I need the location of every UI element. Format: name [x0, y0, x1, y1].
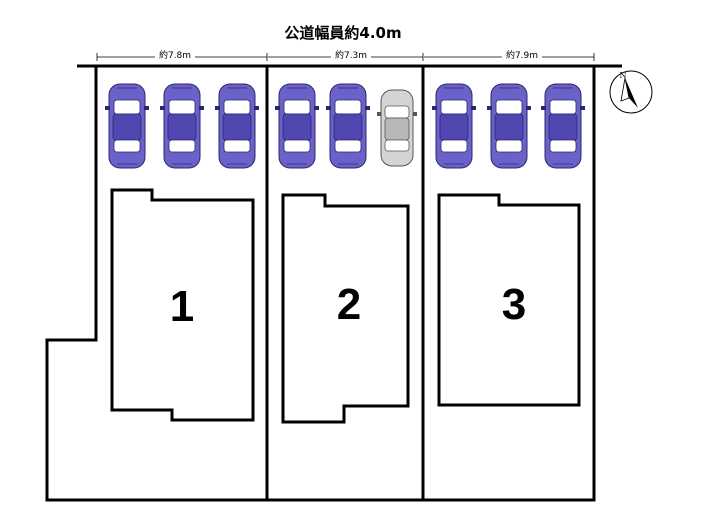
- site-boundary: [45, 66, 596, 502]
- lot-2-frontage: 約7.3m: [335, 49, 367, 61]
- road-width-label: 公道幅員約4.0m: [284, 24, 401, 42]
- car-icon: [104, 83, 150, 169]
- lot-number-1: 1: [170, 282, 194, 331]
- car-icon: [431, 83, 477, 169]
- lot-3-frontage: 約7.9m: [506, 49, 538, 61]
- car-icon: [214, 83, 260, 169]
- parking-lot-1: [104, 83, 260, 169]
- car-icon: [159, 83, 205, 169]
- car-icon-gray: [376, 89, 418, 167]
- car-icon: [486, 83, 532, 169]
- lot-number-3: 3: [502, 280, 526, 329]
- parking-lot-3: [431, 83, 586, 169]
- building-lot-1: [110, 188, 255, 422]
- lot-number-2: 2: [337, 280, 361, 329]
- car-icon: [274, 83, 320, 169]
- north-label: N: [620, 71, 627, 80]
- dimension-lot-2: 約7.3m: [268, 49, 424, 61]
- parking-lot-2: [274, 83, 418, 169]
- dimension-lot-3: 約7.9m: [424, 49, 595, 61]
- dimension-lot-1: 約7.8m: [96, 49, 268, 61]
- building-lot-2: [281, 193, 410, 424]
- north-arrow-icon: N: [609, 70, 653, 114]
- lot-1-frontage: 約7.8m: [159, 49, 191, 61]
- building-lot-3: [437, 193, 581, 407]
- car-icon: [540, 83, 586, 169]
- car-icon: [325, 83, 371, 169]
